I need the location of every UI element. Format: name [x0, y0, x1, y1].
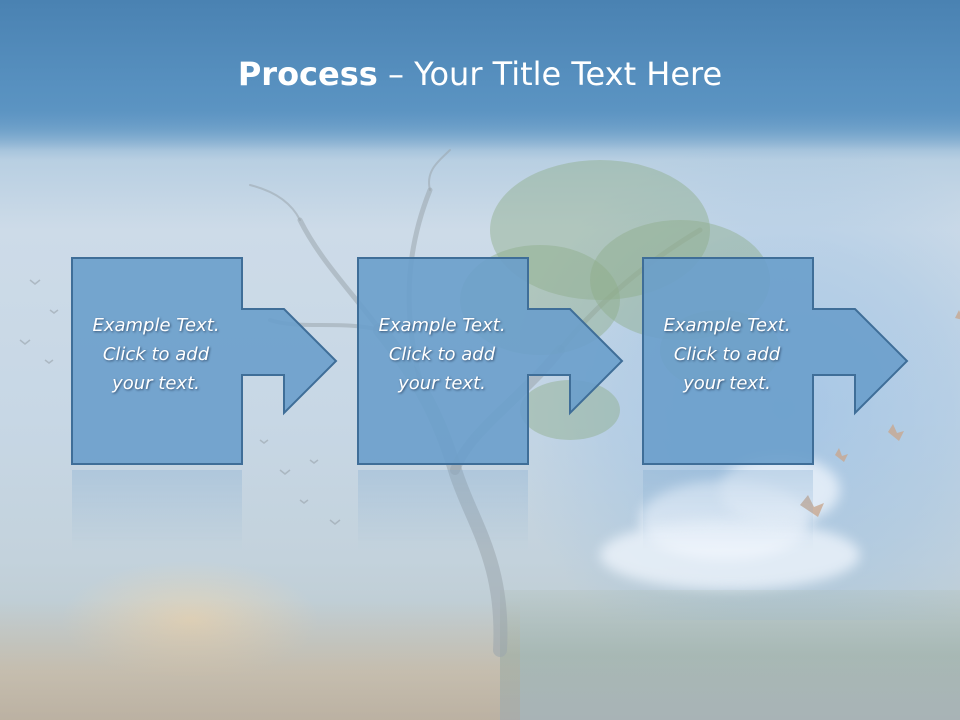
ground-left — [0, 600, 520, 720]
step-text-line: Example Text. — [378, 315, 506, 336]
step-text-line: your text. — [398, 373, 486, 394]
step-reflection — [356, 470, 626, 550]
step-text[interactable]: Example Text. Click to add your text. — [70, 311, 242, 398]
arrow-box-shape — [71, 257, 338, 465]
title-bar — [0, 0, 960, 150]
step-text[interactable]: Example Text. Click to add your text. — [641, 311, 813, 398]
step-text-line: Example Text. — [663, 315, 791, 336]
step-text-line: Example Text. — [92, 315, 220, 336]
step-reflection — [70, 470, 340, 550]
step-text-line: Click to add — [388, 344, 496, 365]
process-step-2[interactable]: Example Text. Click to add your text. — [356, 256, 626, 468]
title-rest: – Your Title Text Here — [377, 55, 723, 93]
step-text-line: your text. — [112, 373, 200, 394]
arrow-box-shape — [642, 257, 909, 465]
process-step-3[interactable]: Example Text. Click to add your text. — [641, 256, 911, 468]
arrow-box-shape — [357, 257, 624, 465]
step-text[interactable]: Example Text. Click to add your text. — [356, 311, 528, 398]
title-bold: Process — [237, 55, 378, 93]
meadow — [500, 590, 960, 720]
step-reflection — [641, 470, 911, 550]
step-text-line: your text. — [683, 373, 771, 394]
step-text-line: Click to add — [102, 344, 210, 365]
step-text-line: Click to add — [673, 344, 781, 365]
slide-title[interactable]: Process – Your Title Text Here — [0, 52, 960, 96]
process-step-1[interactable]: Example Text. Click to add your text. — [70, 256, 340, 468]
